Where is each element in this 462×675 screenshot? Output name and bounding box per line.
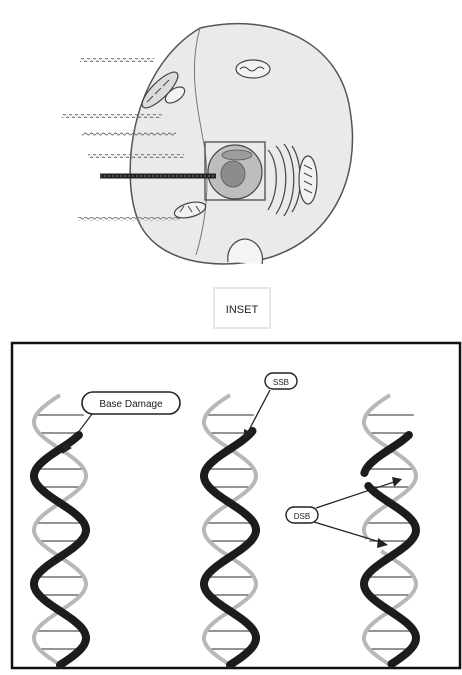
radiation-track (80, 58, 154, 62)
cell (130, 24, 352, 264)
cell-membrane (130, 24, 352, 264)
ssb-label: SSB (273, 378, 289, 387)
base-damage-label: Base Damage (99, 399, 163, 410)
radiation-track (88, 154, 184, 158)
organelle-top (236, 60, 270, 78)
radiation-track (82, 132, 176, 136)
inset-label: INSET (226, 304, 259, 316)
nuclear-envelope-band (222, 150, 252, 160)
radiation-track (62, 114, 162, 118)
organelle-right (299, 156, 317, 204)
inset-label-box: INSET (214, 288, 270, 328)
radiation-track (78, 217, 180, 221)
nucleolus (221, 161, 245, 187)
inset-panel: Base Damage SSB DSB (12, 343, 460, 668)
dsb-label: DSB (294, 512, 310, 521)
